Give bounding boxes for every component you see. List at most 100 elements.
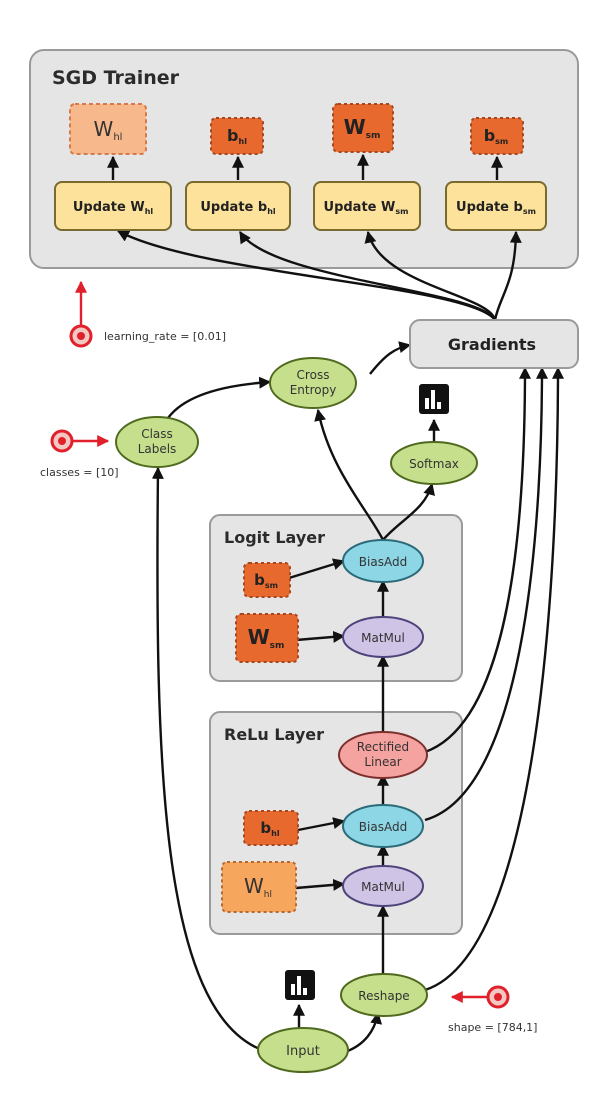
class-labels-line1: Class	[141, 427, 173, 441]
logit-matmul-op[interactable]: MatMul	[342, 616, 424, 658]
edge-labels-cross-entropy	[167, 376, 272, 419]
var-w-sm-trainer[interactable]: Wsm	[332, 103, 394, 153]
relu-matmul-op[interactable]: MatMul	[342, 865, 424, 907]
var-b-hl-trainer[interactable]: bhl	[210, 117, 264, 155]
update-b-sm-base: Update b	[456, 200, 523, 215]
edge-whl-matmul	[295, 878, 346, 891]
reshape-op[interactable]: Reshape	[340, 973, 428, 1017]
var-b-hl-base: b	[227, 126, 238, 145]
svg-text:Whl: Whl	[244, 874, 272, 900]
softmax-output-chart-icon	[419, 384, 449, 414]
update-w-sm-sub: sm	[395, 207, 408, 216]
svg-text:bsm: bsm	[254, 571, 278, 590]
edge-bhl-biasadd	[297, 817, 346, 832]
svg-text:bsm: bsm	[484, 126, 509, 146]
var-w-hl-base: W	[94, 117, 114, 141]
input-op[interactable]: Input	[257, 1027, 349, 1073]
logit-w-sm-base: W	[248, 625, 270, 649]
logit-var-w-sm[interactable]: Wsm	[235, 613, 299, 663]
update-b-hl-op[interactable]: Update bhl	[185, 181, 291, 231]
edge-logit-biasadd-softmax	[382, 482, 435, 541]
update-b-hl-sub: hl	[267, 207, 276, 216]
relu-w-hl-sub: hl	[264, 890, 272, 900]
classes-label: classes = [10]	[40, 466, 119, 479]
logit-biasadd-label: BiasAdd	[359, 555, 407, 569]
shape-param[interactable]	[486, 985, 510, 1009]
rectified-line2: Linear	[364, 755, 401, 769]
cross-entropy-line1: Cross	[297, 368, 330, 382]
rectified-linear-op[interactable]: Rectified Linear	[338, 731, 428, 779]
svg-text:Update bsm: Update bsm	[456, 200, 536, 216]
update-b-hl-base: Update b	[200, 200, 267, 215]
edge-wsm-matmul	[295, 630, 346, 643]
edge-cross-entropy-gradients	[369, 341, 412, 375]
learning-rate-label: learning_rate = [0.01]	[104, 330, 226, 343]
softmax-label: Softmax	[409, 457, 459, 471]
relu-layer-title: ReLu Layer	[224, 725, 324, 744]
edge-grad-update-b-hl	[238, 230, 497, 321]
relu-biasadd-label: BiasAdd	[359, 820, 407, 834]
relu-w-hl-base: W	[244, 874, 264, 898]
svg-text:Update Wsm: Update Wsm	[324, 200, 409, 216]
reshape-label: Reshape	[358, 989, 409, 1003]
var-w-sm-base: W	[344, 115, 366, 139]
edge-logit-biasadd-cross-entropy	[314, 408, 385, 541]
class-labels-op[interactable]: Class Labels	[115, 416, 199, 468]
edge-input-reshape	[344, 1011, 383, 1054]
edge-reshape-gradients	[424, 366, 564, 992]
var-b-sm-base: b	[484, 126, 495, 145]
var-w-sm-sub: sm	[366, 131, 381, 141]
var-b-hl-sub: hl	[239, 137, 248, 146]
update-b-sm-op[interactable]: Update bsm	[445, 181, 547, 231]
shape-label: shape = [784,1]	[448, 1021, 537, 1034]
svg-text:Update Whl: Update Whl	[73, 200, 154, 216]
edge-rectified-gradients	[424, 366, 531, 754]
relu-biasadd-op[interactable]: BiasAdd	[342, 804, 424, 848]
update-w-hl-base: Update W	[73, 200, 145, 215]
logit-matmul-label: MatMul	[361, 631, 405, 645]
edge-relu-biasadd-gradients	[424, 366, 548, 822]
gradients-op[interactable]: Gradients	[409, 319, 579, 369]
edge-grad-update-w-sm	[364, 230, 497, 321]
logit-w-sm-sub: sm	[270, 641, 285, 651]
classes-param[interactable]	[50, 429, 74, 453]
update-b-sm-sub: sm	[523, 207, 536, 216]
var-b-sm-trainer[interactable]: bsm	[470, 117, 524, 155]
edges	[68, 153, 564, 1054]
rectified-line1: Rectified	[357, 740, 409, 754]
svg-text:bhl: bhl	[260, 819, 279, 838]
svg-text:Wsm: Wsm	[344, 115, 381, 141]
update-w-sm-base: Update W	[324, 200, 396, 215]
learning-rate-param[interactable]	[69, 324, 93, 348]
class-labels-line2: Labels	[138, 442, 177, 456]
var-w-hl-trainer[interactable]: Whl	[69, 103, 147, 155]
svg-text:Whl: Whl	[94, 117, 123, 143]
edge-bsm-biasadd	[288, 558, 346, 580]
input-output-chart-icon	[285, 970, 315, 1000]
softmax-op[interactable]: Softmax	[390, 441, 478, 485]
cross-entropy-line2: Entropy	[290, 383, 337, 397]
logit-biasadd-op[interactable]: BiasAdd	[342, 539, 424, 583]
logit-b-sm-base: b	[254, 571, 265, 589]
sgd-trainer-title: SGD Trainer	[52, 67, 180, 89]
update-w-sm-op[interactable]: Update Wsm	[313, 181, 421, 231]
update-w-hl-sub: hl	[145, 207, 154, 216]
input-label: Input	[286, 1044, 320, 1059]
svg-text:Update bhl: Update bhl	[200, 200, 276, 216]
relu-var-b-hl[interactable]: bhl	[243, 810, 299, 846]
relu-b-hl-base: b	[260, 819, 271, 837]
relu-b-hl-sub: hl	[271, 829, 280, 838]
var-b-sm-sub: sm	[495, 137, 508, 146]
relu-matmul-label: MatMul	[361, 880, 405, 894]
svg-text:Wsm: Wsm	[248, 625, 285, 651]
logit-b-sm-sub: sm	[265, 581, 278, 590]
var-w-hl-sub: hl	[113, 132, 122, 143]
cross-entropy-op[interactable]: Cross Entropy	[269, 357, 357, 409]
logit-var-b-sm[interactable]: bsm	[243, 562, 291, 598]
logit-layer-title: Logit Layer	[224, 528, 325, 547]
update-w-hl-op[interactable]: Update Whl	[54, 181, 172, 231]
edge-grad-update-b-sm	[493, 230, 522, 321]
relu-var-w-hl[interactable]: Whl	[221, 861, 297, 913]
svg-text:bhl: bhl	[227, 126, 247, 146]
